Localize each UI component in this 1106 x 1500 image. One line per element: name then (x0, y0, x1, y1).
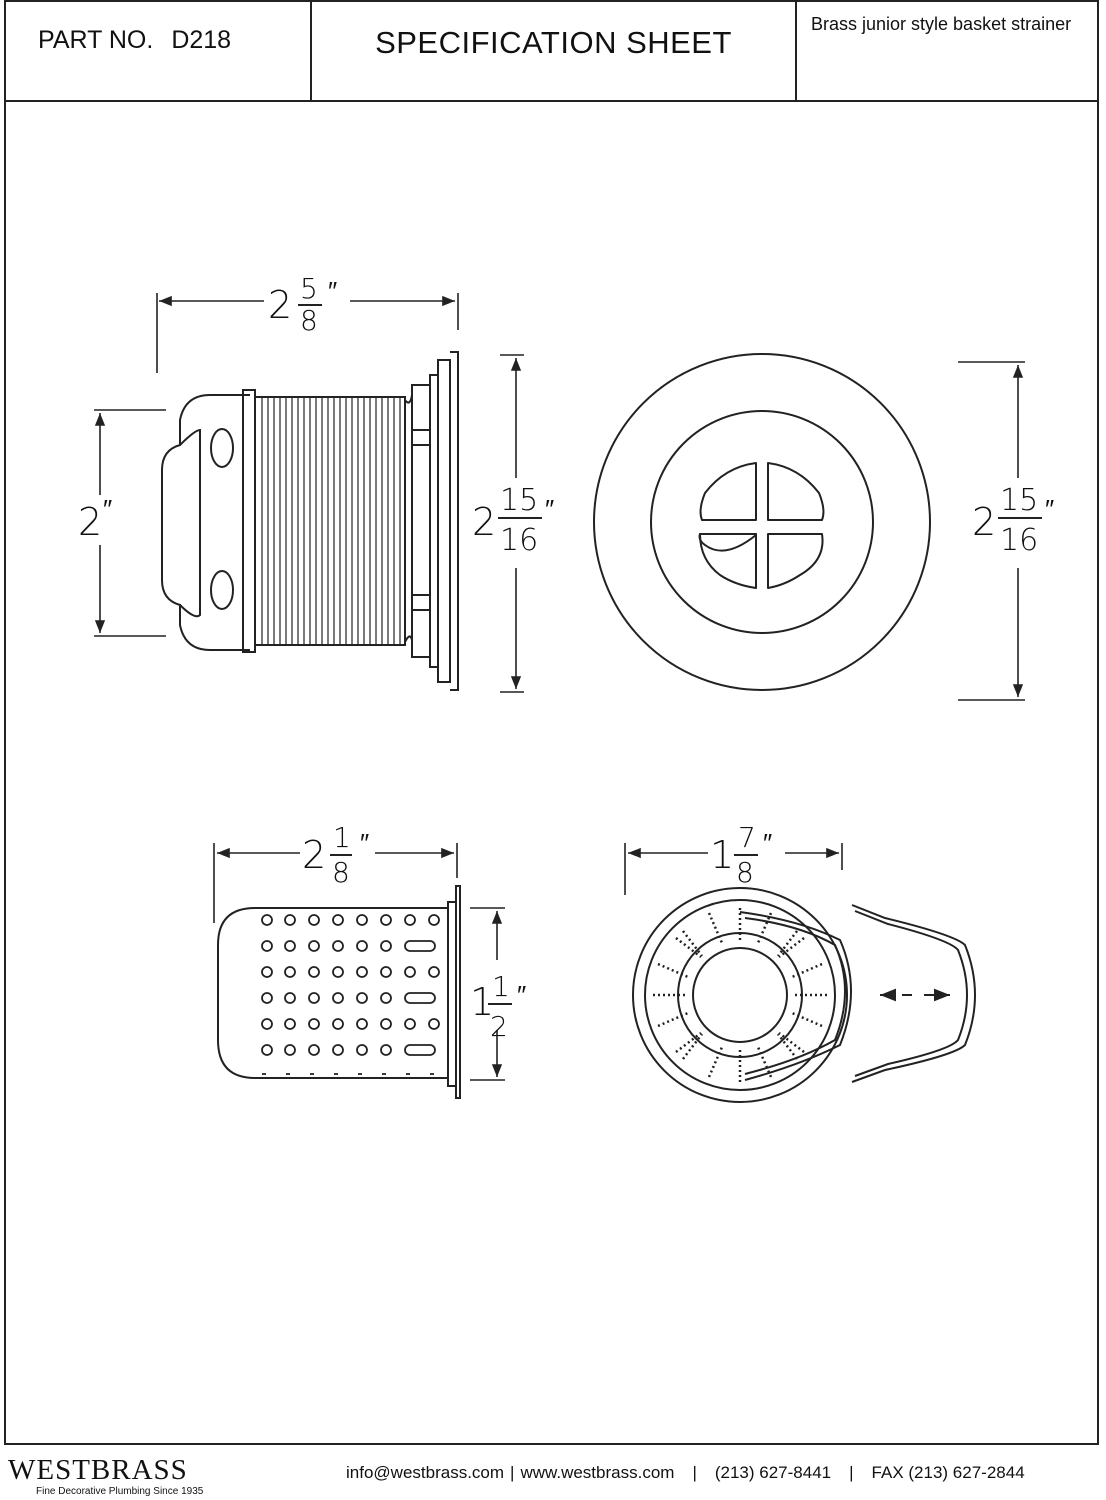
website-link[interactable]: www.westbrass.com (520, 1463, 675, 1482)
dim-unit: ″ (103, 495, 112, 525)
dim-whole: 1 (710, 833, 734, 877)
dimension-lines (94, 293, 1025, 1081)
dim-denominator: 8 (736, 856, 754, 889)
strainer-top-view (593, 353, 931, 691)
part-number-cell: PART NO. D218 (6, 2, 312, 102)
dim-whole: 2 (472, 500, 496, 544)
dim-whole: 2 (268, 283, 292, 327)
dim-whole: 2 (78, 500, 102, 544)
contact-info: info@westbrass.com | www.westbrass.com |… (346, 1463, 1025, 1483)
fax-number: FAX (213) 627-2844 (871, 1463, 1025, 1482)
dim-unit: ″ (328, 277, 337, 307)
dim-denominator: 16 (1000, 523, 1038, 558)
dim-numerator: 15 (1000, 483, 1038, 518)
dim-whole: 1 (470, 980, 494, 1024)
dim-unit: ″ (545, 495, 554, 525)
dimension-label-flange-side: 2 15 16 ″ (472, 483, 554, 558)
dim-numerator: 1 (492, 970, 510, 1003)
dim-denominator: 16 (500, 523, 538, 558)
dimension-label-flange-top: 2 15 16 ″ (972, 483, 1054, 558)
dimension-label-body-length: 2 5 8 ″ (268, 272, 337, 337)
sheet-title: SPECIFICATION SHEET (312, 2, 797, 102)
dim-denominator: 2 (490, 1010, 508, 1043)
phone-number: (213) 627-8441 (714, 1463, 832, 1482)
separator: | (849, 1463, 854, 1482)
dimension-label-body-height: 2 ″ (78, 495, 112, 544)
basket-top-view (632, 887, 976, 1103)
dim-numerator: 1 (333, 821, 351, 854)
dim-numerator: 7 (738, 821, 756, 854)
email-link[interactable]: info@westbrass.com (346, 1463, 505, 1482)
dim-numerator: 5 (300, 272, 318, 305)
dim-denominator: 8 (332, 856, 350, 889)
separator: | (692, 1463, 697, 1482)
dimension-label-basket-length: 2 1 8 ″ (302, 821, 369, 889)
brand-tagline: Fine Decorative Plumbing Since 1935 (36, 1486, 204, 1497)
dim-unit: ″ (1045, 495, 1054, 525)
part-label: PART NO. (38, 25, 154, 54)
dim-unit: ″ (763, 829, 772, 859)
footer: WESTBRASS Fine Decorative Plumbing Since… (0, 1450, 1106, 1500)
spec-sheet-frame: PART NO. D218 SPECIFICATION SHEET Brass … (4, 0, 1099, 1445)
basket-holes (261, 914, 440, 1075)
dim-numerator: 15 (500, 483, 538, 518)
dim-unit: ″ (517, 981, 526, 1011)
part-number: D218 (171, 25, 232, 54)
basket-slots (653, 908, 827, 1082)
basket-side-view (217, 885, 461, 1099)
separator: | (510, 1463, 515, 1482)
dim-whole: 2 (302, 833, 326, 877)
product-description: Brass junior style basket strainer (797, 2, 1097, 102)
dim-denominator: 8 (300, 304, 318, 337)
brand-logo: WESTBRASS (8, 1454, 188, 1486)
strainer-side-view (161, 351, 459, 691)
dim-whole: 2 (972, 500, 996, 544)
dimension-label-basket-diameter: 1 7 8 ″ (710, 821, 772, 889)
dimension-label-basket-height: 1 1 2 ″ (470, 970, 526, 1043)
thread-ribs (261, 397, 401, 645)
technical-drawing: 2 5 8 ″ 2 ″ 2 15 16 ″ 2 15 16 ″ 2 1 8 ″ … (78, 272, 1054, 1103)
dim-unit: ″ (360, 829, 369, 859)
